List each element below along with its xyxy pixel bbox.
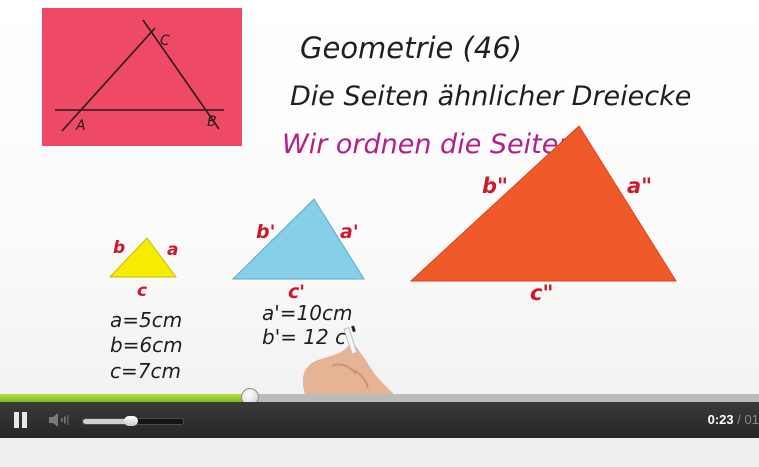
medium-side-c: c' [288, 281, 305, 303]
medium-eq-a: a'=10cm [262, 301, 352, 325]
red-card [42, 8, 242, 146]
pause-icon [14, 412, 19, 428]
control-bar: 0:23 / 01 [0, 402, 759, 438]
medium-side-b: b' [256, 221, 275, 243]
small-eq-a: a=5cm [110, 308, 182, 332]
video-frame[interactable]: A B C Geometrie (46) Die Seiten ähnliche… [0, 0, 759, 398]
card-vertex-a: A [75, 118, 86, 134]
current-time: 0:23 [707, 412, 734, 427]
triangle-large [409, 125, 677, 282]
card-vertex-c: C [160, 33, 170, 49]
medium-eq-b: b'= 12 c [262, 325, 346, 349]
speaker-icon [49, 413, 69, 427]
large-side-b: b" [482, 174, 508, 198]
hand-with-marker-image [302, 325, 398, 398]
small-side-a: a [167, 240, 178, 260]
volume-slider[interactable] [82, 416, 184, 426]
title-line-1: Geometrie (46) [300, 31, 522, 65]
triangle-medium [231, 198, 365, 280]
seek-bar-played [0, 394, 251, 402]
volume-level [83, 419, 131, 424]
volume-handle[interactable] [124, 416, 138, 426]
small-side-b: b [113, 238, 125, 258]
small-side-c: c [137, 281, 147, 301]
time-display: 0:23 / 01 [708, 412, 759, 427]
video-scene: A B C Geometrie (46) Die Seiten ähnliche… [42, 8, 691, 398]
small-eq-b: b=6cm [110, 333, 183, 357]
pause-button[interactable] [12, 411, 30, 429]
card-vertex-b: B [207, 114, 217, 130]
volume-button[interactable] [48, 413, 74, 427]
medium-side-a: a' [340, 221, 359, 243]
time-separator: / [737, 412, 741, 427]
subtitle: Wir ordnen die Seiten! [282, 129, 586, 160]
title-line-2: Die Seiten ähnlicher Dreiecke [290, 81, 691, 112]
triangle-small [108, 237, 177, 278]
duration: 01 [744, 412, 759, 427]
small-eq-c: c=7cm [110, 359, 181, 383]
large-side-c: c" [530, 281, 553, 305]
seek-bar[interactable] [0, 388, 759, 406]
card-construction-lines [55, 19, 224, 132]
large-side-a: a" [627, 174, 652, 198]
